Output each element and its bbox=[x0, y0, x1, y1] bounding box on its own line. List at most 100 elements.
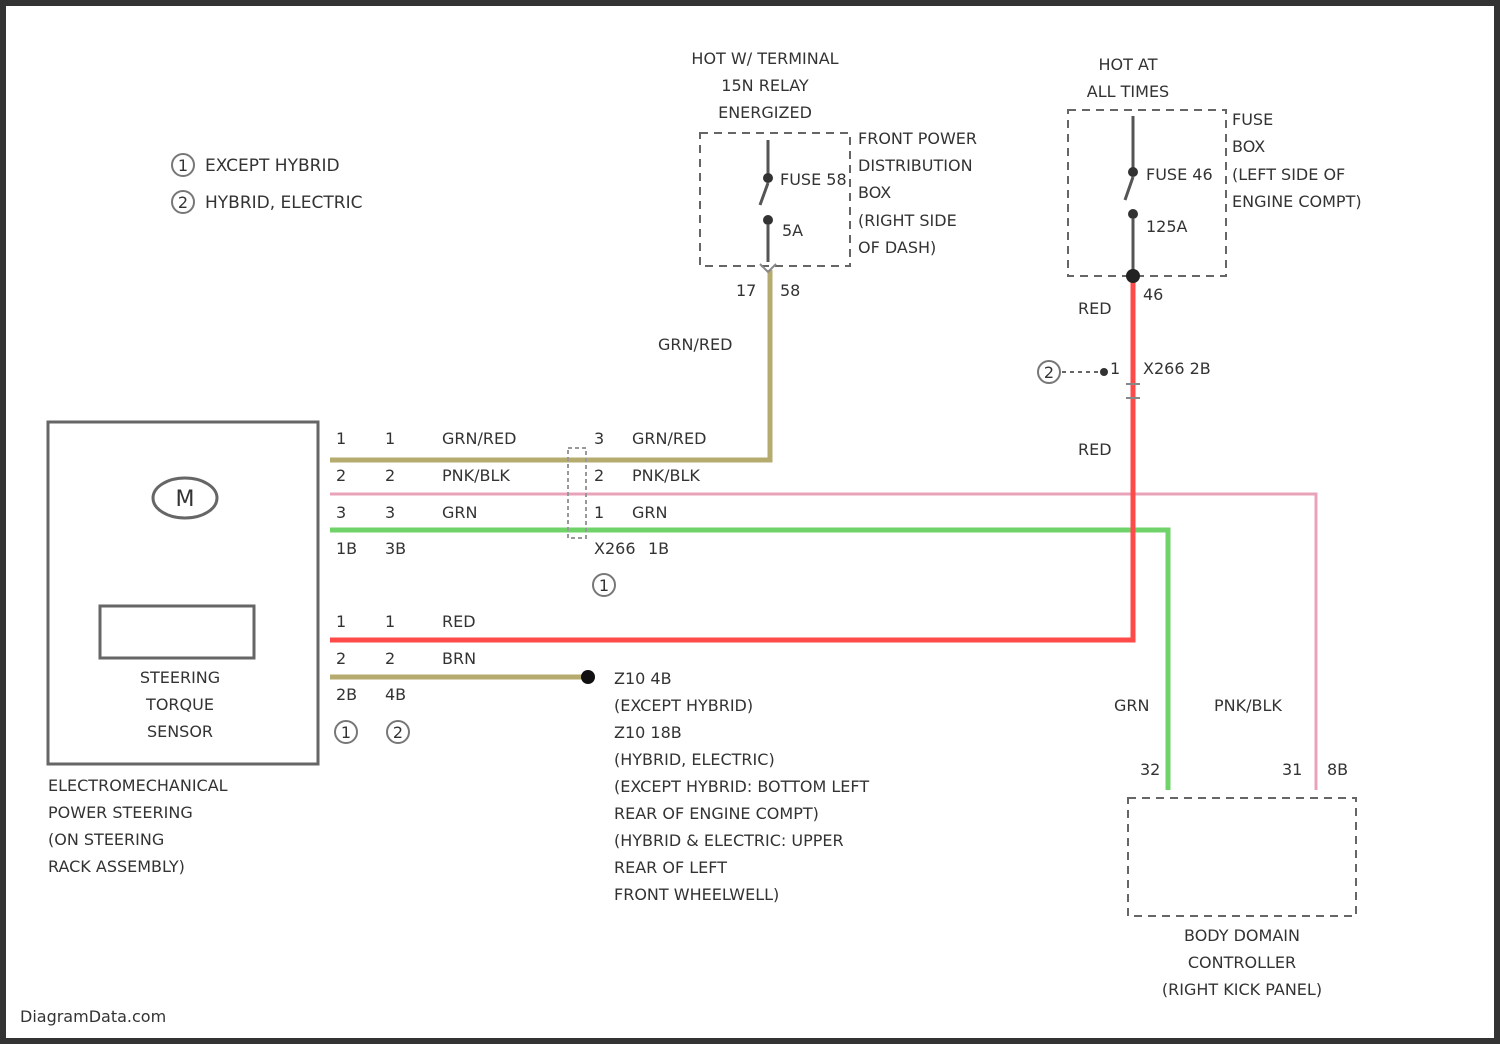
legend-marker-2-text: 2 bbox=[178, 193, 188, 212]
eps-power-pin-b3: 4B bbox=[385, 685, 406, 704]
eps-desc-1: ELECTROMECHANICAL bbox=[48, 776, 228, 795]
engine-box-pin: 46 bbox=[1143, 285, 1163, 304]
inline-pin-3: 3 bbox=[594, 429, 604, 448]
engine-box-header-1: HOT AT bbox=[1099, 55, 1158, 74]
wire-label-pnk-blk-2: PNK/BLK bbox=[632, 466, 700, 485]
wire-label-pnk-blk-bdc: PNK/BLK bbox=[1214, 696, 1282, 715]
wire-label-grn-1: GRN bbox=[442, 503, 477, 522]
sensor-label-1: STEERING bbox=[140, 668, 220, 687]
body-domain-controller: GRN PNK/BLK 32 31 8B BODY DOMAIN CONTROL… bbox=[1114, 696, 1356, 999]
eps-marker-1-text: 1 bbox=[341, 723, 351, 742]
wire-label-pnk-blk-1: PNK/BLK bbox=[442, 466, 510, 485]
eps-desc-4: RACK ASSEMBLY) bbox=[48, 857, 185, 876]
front-fuse-label: FUSE 58 bbox=[780, 170, 847, 189]
ground-line-6: REAR OF ENGINE COMPT) bbox=[614, 804, 819, 823]
wire-label-grn-bdc: GRN bbox=[1114, 696, 1149, 715]
sensor-label-2: TORQUE bbox=[145, 695, 214, 714]
legend-marker-1-text: 1 bbox=[178, 156, 188, 175]
eps-power-pin-b2: 2 bbox=[385, 649, 395, 668]
splice-x266: 2 1 X266 2B RED bbox=[1038, 359, 1211, 459]
eps-pin-b1: 1 bbox=[385, 429, 395, 448]
front-fuse-node-bottom bbox=[763, 215, 773, 225]
front-box-header-3: ENERGIZED bbox=[718, 103, 812, 122]
watermark: DiagramData.com bbox=[20, 1007, 166, 1026]
engine-box-header-2: ALL TIMES bbox=[1087, 82, 1169, 101]
wire-label-grn-2: GRN bbox=[632, 503, 667, 522]
legend-label-2: HYBRID, ELECTRIC bbox=[205, 193, 362, 213]
wire-label-grn-red-1: GRN/RED bbox=[442, 429, 516, 448]
eps-pin-b3: 3 bbox=[385, 503, 395, 522]
engine-box-outline bbox=[1068, 110, 1226, 276]
wire-label-grn-red-2: GRN/RED bbox=[632, 429, 706, 448]
ground-node bbox=[581, 670, 595, 684]
splice-label: X266 2B bbox=[1143, 359, 1211, 378]
ground-point: Z10 4B (EXCEPT HYBRID) Z10 18B (HYBRID, … bbox=[581, 669, 869, 904]
torque-sensor-box bbox=[100, 606, 254, 658]
eps-desc-2: POWER STEERING bbox=[48, 803, 193, 822]
ground-line-2: (EXCEPT HYBRID) bbox=[614, 696, 753, 715]
splice-node bbox=[1100, 368, 1108, 376]
ground-line-3: Z10 18B bbox=[614, 723, 682, 742]
engine-fuse-box: HOT AT ALL TIMES FUSE 46 125A FUSE BOX (… bbox=[1068, 55, 1362, 318]
ground-line-4: (HYBRID, ELECTRIC) bbox=[614, 750, 775, 769]
engine-box-desc-4: ENGINE COMPT) bbox=[1232, 192, 1362, 211]
legend: 1 EXCEPT HYBRID 2 HYBRID, ELECTRIC bbox=[172, 154, 362, 213]
wire-label-brn: BRN bbox=[442, 649, 476, 668]
engine-fuse-label: FUSE 46 bbox=[1146, 165, 1213, 184]
eps-marker-2-text: 2 bbox=[393, 723, 403, 742]
front-box-connector-id: 17 bbox=[736, 281, 756, 300]
eps-desc-3: (ON STEERING bbox=[48, 830, 164, 849]
bdc-label-1: BODY DOMAIN bbox=[1184, 926, 1300, 945]
legend-label-1: EXCEPT HYBRID bbox=[205, 156, 340, 176]
ground-line-1: Z10 4B bbox=[614, 669, 672, 688]
inline-connector-marker-text: 1 bbox=[599, 576, 609, 595]
bdc-pin-32: 32 bbox=[1140, 760, 1160, 779]
ground-line-8: REAR OF LEFT bbox=[614, 858, 727, 877]
bdc-label-3: (RIGHT KICK PANEL) bbox=[1162, 980, 1322, 999]
wire-label-red-eps: RED bbox=[442, 612, 476, 631]
motor-symbol: M bbox=[176, 487, 195, 512]
front-box-outline bbox=[700, 133, 850, 266]
front-box-desc-3: BOX bbox=[858, 183, 891, 202]
engine-fuse-node-bottom bbox=[1128, 209, 1138, 219]
bdc-pin-8b: 8B bbox=[1327, 760, 1348, 779]
eps-power-pin-b1: 1 bbox=[385, 612, 395, 631]
engine-box-desc-1: FUSE bbox=[1232, 110, 1273, 129]
eps-pin-a2: 2 bbox=[336, 466, 346, 485]
bdc-label-2: CONTROLLER bbox=[1188, 953, 1296, 972]
inline-connector-label-pin: 1B bbox=[648, 539, 669, 558]
splice-pin: 1 bbox=[1110, 359, 1120, 378]
front-fuse-node-top bbox=[763, 173, 773, 183]
ground-line-5: (EXCEPT HYBRID: BOTTOM LEFT bbox=[614, 777, 869, 796]
front-box-desc-4: (RIGHT SIDE bbox=[858, 211, 957, 230]
splice-marker-text: 2 bbox=[1044, 363, 1054, 382]
front-power-distribution-box: HOT W/ TERMINAL 15N RELAY ENERGIZED FUSE… bbox=[658, 49, 977, 354]
front-fuse-rating: 5A bbox=[782, 221, 803, 240]
front-box-header-1: HOT W/ TERMINAL bbox=[691, 49, 838, 68]
inline-pin-2: 2 bbox=[594, 466, 604, 485]
engine-box-desc-2: BOX bbox=[1232, 137, 1265, 156]
eps-pin-a3: 3 bbox=[336, 503, 346, 522]
wire-label-red-top: RED bbox=[1078, 299, 1112, 318]
front-box-desc-5: OF DASH) bbox=[858, 238, 936, 257]
eps-pin-a1: 1 bbox=[336, 429, 346, 448]
front-box-desc-2: DISTRIBUTION bbox=[858, 156, 973, 175]
engine-fuse-symbol bbox=[1125, 177, 1133, 200]
front-box-header-2: 15N RELAY bbox=[721, 76, 809, 95]
eps-power-pin-a3: 2B bbox=[336, 685, 357, 704]
front-fuse-symbol bbox=[760, 183, 768, 205]
ground-line-9: FRONT WHEELWELL) bbox=[614, 885, 779, 904]
engine-box-terminal bbox=[1126, 269, 1140, 283]
eps-module: M STEERING TORQUE SENSOR ELECTROMECHANIC… bbox=[48, 422, 318, 876]
wires bbox=[330, 270, 1316, 790]
eps-power-pin-a1: 1 bbox=[336, 612, 346, 631]
wire-label-red-middle: RED bbox=[1078, 440, 1112, 459]
front-box-connector-pin: 58 bbox=[780, 281, 800, 300]
inline-connector-label: X266 bbox=[594, 539, 636, 558]
eps-pin-b2: 2 bbox=[385, 466, 395, 485]
engine-fuse-rating: 125A bbox=[1146, 217, 1188, 236]
wire-label-grn-red-vertical: GRN/RED bbox=[658, 335, 732, 354]
bdc-outline bbox=[1128, 798, 1356, 916]
eps-pin-b4: 3B bbox=[385, 539, 406, 558]
inline-pin-1: 1 bbox=[594, 503, 604, 522]
